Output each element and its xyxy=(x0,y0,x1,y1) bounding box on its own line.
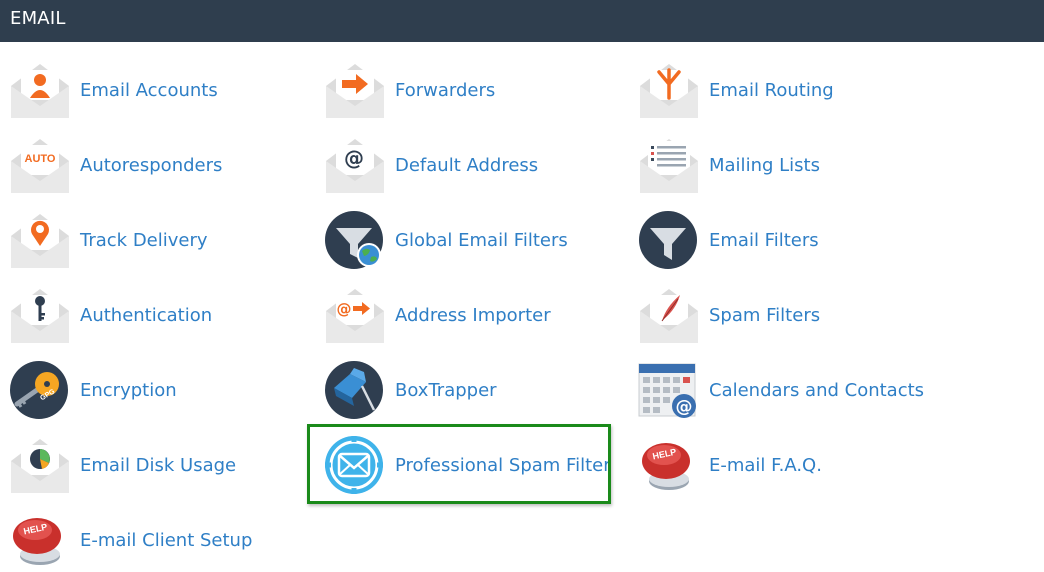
item-label: Calendars and Contacts xyxy=(709,380,925,401)
item-label: Encryption xyxy=(80,380,177,401)
item-label: Spam Filters xyxy=(709,305,821,326)
item-label: Authentication xyxy=(80,305,213,326)
at-sign-icon: @ xyxy=(324,135,386,197)
spam-shield-envelope-icon xyxy=(324,435,386,497)
map-pin-icon xyxy=(9,210,71,272)
help-button-icon: HELP xyxy=(9,508,71,570)
globe-funnel-icon xyxy=(324,210,386,272)
item-label: Global Email Filters xyxy=(395,230,568,251)
at-icon-text: @ xyxy=(676,397,693,417)
list-lines-icon xyxy=(638,135,700,197)
item-label: BoxTrapper xyxy=(395,380,497,401)
routing-fork-icon xyxy=(638,60,700,122)
help-icon-text: HELP xyxy=(23,522,49,537)
at-icon-text: @ xyxy=(337,300,352,318)
funnel-icon xyxy=(638,210,700,272)
email-accounts-icon xyxy=(9,60,71,122)
auto-icon-text: AUTO xyxy=(25,153,56,165)
auto-reply-icon: AUTO xyxy=(9,135,71,197)
at-arrow-icon: @ xyxy=(324,285,386,347)
item-label: Mailing Lists xyxy=(709,155,820,176)
at-icon-text: @ xyxy=(344,146,364,170)
item-label: E-mail F.A.Q. xyxy=(709,455,822,476)
item-label: Track Delivery xyxy=(80,230,208,251)
gpg-key-icon: GPG xyxy=(9,360,71,422)
pie-chart-icon xyxy=(9,435,71,497)
item-label: Default Address xyxy=(395,155,539,176)
calendar-icon: @ xyxy=(638,360,700,422)
help-icon-text: HELP xyxy=(652,447,678,462)
key-icon xyxy=(9,285,71,347)
item-label: Email Routing xyxy=(709,80,834,101)
highlight-frame xyxy=(307,424,611,504)
item-label: Professional Spam Filter xyxy=(395,455,611,476)
quill-pen-icon xyxy=(638,285,700,347)
item-label: Forwarders xyxy=(395,80,496,101)
item-label: Email Disk Usage xyxy=(80,455,237,476)
item-label: Autoresponders xyxy=(80,155,223,176)
help-button-icon: HELP xyxy=(638,435,700,497)
item-label: E-mail Client Setup xyxy=(80,530,253,551)
box-trap-icon xyxy=(324,360,386,422)
email-section-header: EMAIL xyxy=(0,0,1044,42)
item-label: Email Filters xyxy=(709,230,819,251)
section-title: EMAIL xyxy=(10,8,66,29)
item-label: Email Accounts xyxy=(80,80,218,101)
item-label: Address Importer xyxy=(395,305,551,326)
forward-arrow-icon xyxy=(324,60,386,122)
